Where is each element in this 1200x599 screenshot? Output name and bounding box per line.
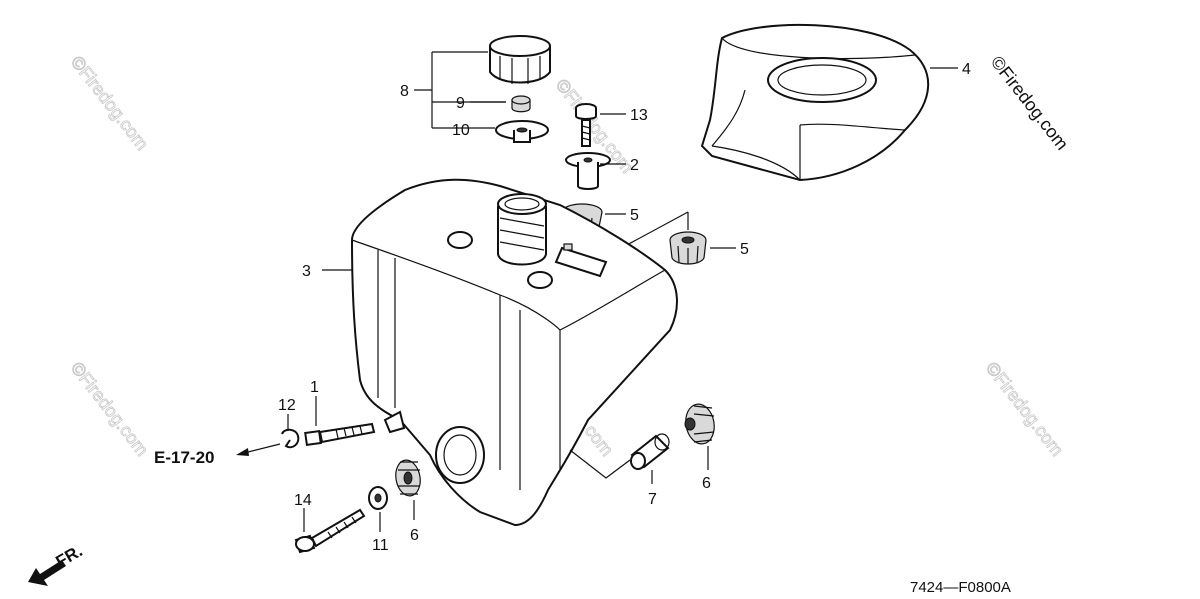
label-part-7: 7 [648,491,657,508]
label-part-11: 11 [372,537,389,554]
leader-7-link [569,449,631,479]
label-part-4: 4 [962,61,971,78]
clip-part-12 [281,428,300,449]
rubber-mount-6a [395,459,421,497]
bolt-part-1 [304,422,376,447]
label-part-8: 8 [400,83,409,100]
label-part-6b: 6 [702,475,711,492]
rubber-mount-6b [684,403,715,445]
front-arrow-icon [28,560,66,586]
watermark-faint-3: ©Firedog.com [67,358,153,460]
label-part-6a: 6 [410,527,419,544]
drawing-code: 7424—F0800A [910,579,1011,596]
watermark-faint-1: ©Firedog.com [67,52,153,154]
label-part-5a: 5 [630,207,639,224]
label-part-3: 3 [302,263,311,280]
collar-part-2 [565,152,611,190]
watermark-faint-5: ©Firedog.com [982,358,1068,460]
label-part-2: 2 [630,157,639,174]
label-part-10: 10 [452,122,470,139]
label-part-1: 1 [310,379,319,396]
leader-8-9-10 [414,51,506,129]
cap-seal-part [511,95,531,113]
label-part-5b: 5 [740,241,749,258]
cap-gasket-part [495,120,549,143]
label-part-9: 9 [456,95,465,112]
tank-cover-part [700,23,930,182]
screw-part-13 [575,103,597,147]
fuel-tank-part [350,178,678,527]
bolt-part-14 [294,508,366,554]
reference-arrow [236,443,281,456]
watermark: ©Firedog.com [987,52,1073,154]
fuel-cap-part [489,35,551,84]
reference-label: E-17-20 [154,448,214,467]
rubber-mount-5b [669,231,707,265]
washer-part-11 [368,486,388,510]
label-part-13: 13 [630,107,648,124]
label-part-14: 14 [294,492,312,509]
spacer-part-7 [630,433,670,470]
label-part-12: 12 [278,397,296,414]
